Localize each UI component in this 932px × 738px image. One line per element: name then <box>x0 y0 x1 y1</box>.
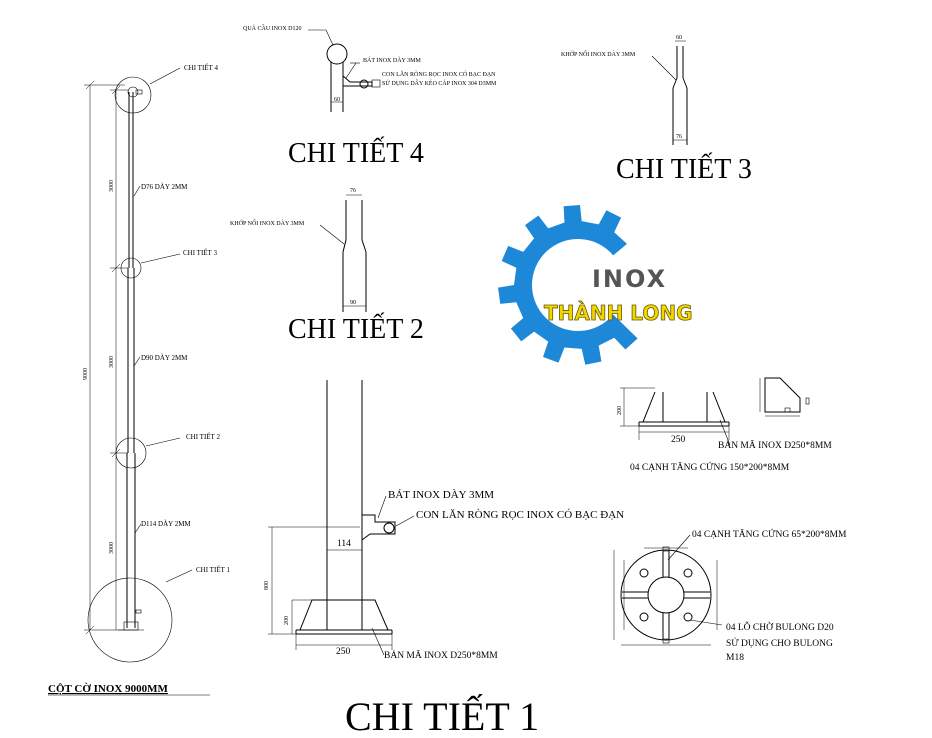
detail-2-title: CHI TIẾT 2 <box>288 313 424 345</box>
base-side-base-label: BẢN MÃ INOX D250*8MM <box>718 439 832 451</box>
base-plan-rib-label: 04 CẠNH TĂNG CỨNG 65*200*8MM <box>692 528 847 540</box>
gear-icon <box>498 205 638 365</box>
segment-bottom-label: D114 DÀY 2MM <box>141 520 191 528</box>
main-pole-title: CỘT CỜ INOX 9000MM <box>48 682 168 695</box>
d3-dim-top: 60 <box>676 35 682 41</box>
d1-bracket-label: BÁT INOX DÀY 3MM <box>388 489 494 501</box>
d4-dim-60: 60 <box>334 97 340 103</box>
d2-dim-top: 76 <box>350 188 356 194</box>
d4-cable-label: SỬ DỤNG DÂY KÉO CÁP INOX 304 D3MM <box>382 79 497 87</box>
base-side-dim-250: 250 <box>671 435 686 445</box>
base-side-rib-label: 04 CẠNH TĂNG CỨNG 150*200*8MM <box>630 461 790 473</box>
callout-2-label: CHI TIẾT 2 <box>186 433 220 441</box>
company-logo: INOX THÀNH LONG <box>498 205 693 365</box>
segment-top-label: D76 DÀY 2MM <box>141 183 188 191</box>
segment-mid-label: D90 DÀY 2MM <box>141 354 188 362</box>
d1-dim-114: 114 <box>337 539 351 549</box>
base-side-dim-200: 200 <box>617 406 623 415</box>
base-side-view <box>620 377 810 446</box>
d2-dim-bottom: 90 <box>350 300 356 306</box>
base-plan-bolt-size: M18 <box>726 653 744 663</box>
callout-3-label: CHI TIẾT 3 <box>183 249 217 257</box>
base-plan-view <box>613 534 723 646</box>
callout-4-label: CHI TIẾT 4 <box>184 64 218 72</box>
base-plan-holes-use: SỬ DỤNG CHO BULONG <box>726 637 833 649</box>
d1-base-label: BẢN MÃ INOX D250*8MM <box>384 649 498 661</box>
d3-dim-bottom: 76 <box>676 134 682 140</box>
d4-roller-label: CON LĂN RÒNG RỌC INOX CÓ BẠC ĐẠN <box>382 70 496 78</box>
d1-dim-250: 250 <box>336 647 351 657</box>
logo-line2: THÀNH LONG <box>544 301 693 325</box>
segment-top-dim: 3000 <box>109 180 115 192</box>
detail-1-title: CHI TIẾT 1 <box>345 694 539 738</box>
segment-bottom-dim: 3000 <box>109 542 115 554</box>
main-pole-drawing <box>84 67 193 663</box>
d3-joint-label: KHỚP NỐI INOX DÀY 3MM <box>561 50 636 58</box>
detail-4-drawing <box>308 29 381 112</box>
d2-joint-label: KHỚP NỐI INOX DÀY 3MM <box>230 219 305 227</box>
d1-roller-label: CON LĂN RÒNG RỌC INOX CÓ BẠC ĐẠN <box>416 509 624 521</box>
d4-ball-label: QUẢ CẦU INOX D120 <box>243 24 302 32</box>
detail-3-title: CHI TIẾT 3 <box>616 153 752 185</box>
d1-dim-200: 200 <box>284 616 290 625</box>
callout-1-label: CHI TIẾT 1 <box>196 566 230 574</box>
detail-4-title: CHI TIẾT 4 <box>288 137 424 169</box>
logo-line1: INOX <box>592 265 667 293</box>
detail-2-drawing <box>319 194 367 312</box>
base-plan-holes-label: 04 LỖ CHỜ BULONG D20 <box>726 620 834 633</box>
segment-mid-dim: 3000 <box>109 356 115 368</box>
detail-3-drawing <box>651 40 688 145</box>
d1-dim-800: 800 <box>264 581 270 590</box>
detail-1-drawing <box>268 380 415 656</box>
d4-bracket-label: BÁT INOX DÀY 3MM <box>363 56 422 64</box>
total-height-dim: 9000 <box>83 368 89 380</box>
